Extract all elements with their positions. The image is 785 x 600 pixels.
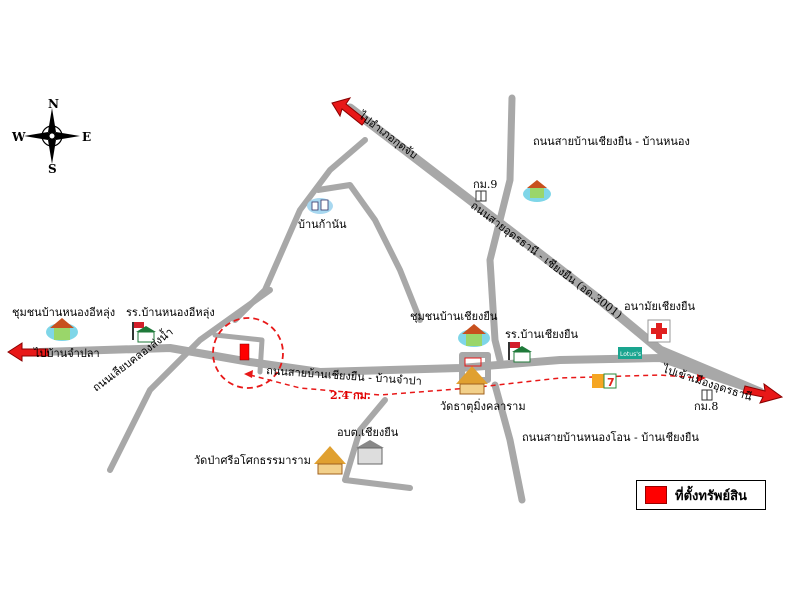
arrow-west-icon: [7, 342, 49, 362]
road-udon-chiangyuen: [345, 103, 765, 397]
label-obt: อบต.เชียงยืน: [337, 426, 399, 439]
school-icon: [132, 322, 156, 343]
label-temple-pasri: วัดป่าศรีอโศกธรรมาราม: [194, 453, 311, 467]
legend-label: ที่ตั้งทรัพย์สิน: [675, 488, 747, 504]
compass-rose-icon: [24, 108, 80, 164]
road-north-ban-nong: [486, 94, 516, 364]
label-to-kud-jab: ไปอำเภอกุดจับ: [355, 108, 420, 161]
label-km8: กม.8: [694, 400, 718, 413]
school-icon: [508, 342, 532, 363]
label-road-ban-nong: ถนนสายบ้านเชียงยืน - บ้านหนอง: [533, 135, 690, 148]
label-community-nong-ee-lung: ชุมชนบ้านหนองอีหลุ่ง: [12, 306, 115, 319]
compass-north: N: [48, 97, 59, 111]
lotus-label: Lotus's: [620, 351, 641, 358]
arrow-east-icon: [742, 382, 784, 404]
seven-eleven-icon: 7: [592, 373, 617, 389]
label-km9: กม.9: [473, 178, 497, 191]
km-marker-icon: [701, 389, 713, 401]
label-to-ban-champla: ไปบ้านจำปลา: [33, 347, 100, 360]
property-building-icon: [464, 357, 482, 367]
temple-icon: [456, 366, 488, 395]
distance-arrow-east-icon: [697, 374, 706, 382]
seven-eleven-label: 7: [607, 376, 615, 389]
road-kanan-loop: [315, 182, 423, 323]
property-circle: [212, 317, 284, 389]
compass-west: W: [11, 130, 26, 144]
label-ban-kanan: บ้านก้านัน: [298, 218, 347, 231]
legend-swatch-icon: [645, 486, 667, 504]
house-icon: [458, 324, 490, 347]
label-school-chiang-yuen: รร.บ้านเชียงยืน: [505, 328, 578, 341]
label-community-chiang-yuen: ชุมชนบ้านเชียงยืน: [410, 310, 498, 323]
temple-icon: [314, 446, 346, 475]
legend: ที่ตั้งทรัพย์สิน: [636, 480, 766, 510]
road-canal: [107, 287, 273, 473]
compass-east: E: [82, 130, 91, 144]
hospital-cross-icon: [647, 319, 671, 343]
house-icon: [523, 180, 551, 202]
distance-arrow-west-icon: [244, 370, 253, 378]
arrow-northwest-icon: [331, 97, 367, 126]
house-icon: [46, 318, 78, 341]
road-south-nong-on: [491, 381, 526, 504]
lotus-store-icon: Lotus's: [618, 347, 642, 359]
label-temple-dhatu: วัดธาตุมิ่งคลาราม: [440, 398, 526, 413]
compass-south: S: [48, 162, 57, 176]
roads: [36, 94, 765, 504]
road-obt: [342, 397, 413, 491]
label-road-nong-on: ถนนสายบ้านหนองโอน - บ้านเชียงยืน: [522, 430, 699, 444]
distance-label: 2.4 กม.: [330, 389, 371, 402]
road-temple-loop: [459, 352, 491, 383]
road-main-east-west: [36, 344, 764, 396]
road-property-spur: [212, 332, 265, 375]
office-building-icon: [356, 440, 384, 465]
label-school-nong-ee-lung: รร.บ้านหนองอีหลุ่ง: [126, 306, 215, 319]
village-icon: [307, 198, 333, 214]
direction-arrows: [7, 97, 784, 404]
km-marker-icon: [475, 190, 487, 202]
property-marker[interactable]: [239, 343, 250, 361]
label-health-center: อนามัยเชียงยืน: [624, 300, 695, 313]
